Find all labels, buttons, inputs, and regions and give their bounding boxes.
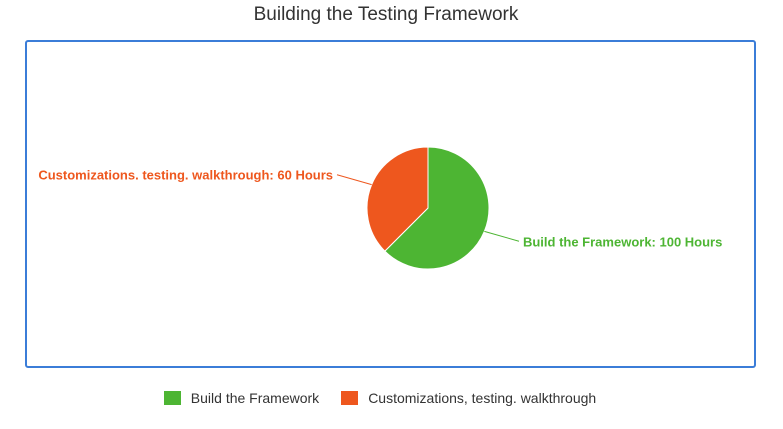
legend: Build the Framework Customizations, test… bbox=[0, 390, 760, 406]
data-label-connector bbox=[336, 174, 372, 186]
pie-slice[interactable] bbox=[366, 146, 429, 252]
legend-swatch bbox=[163, 391, 181, 405]
chart-title: Building the Testing Framework bbox=[253, 4, 519, 25]
legend-label: Build the Framework bbox=[190, 390, 320, 406]
pie-slice[interactable] bbox=[384, 146, 490, 270]
legend-label: Customizations, testing. walkthrough bbox=[368, 390, 597, 406]
legend-swatch bbox=[341, 391, 359, 405]
data-label-connector bbox=[484, 230, 520, 242]
data-label: Build the Framework: 100 Hours bbox=[523, 234, 722, 249]
legend-item-build[interactable]: Build the Framework bbox=[163, 390, 320, 406]
legend-item-customizations[interactable]: Customizations, testing. walkthrough bbox=[341, 390, 596, 406]
data-label: Customizations. testing. walkthrough: 60… bbox=[38, 168, 333, 183]
chart-frame bbox=[25, 40, 756, 368]
